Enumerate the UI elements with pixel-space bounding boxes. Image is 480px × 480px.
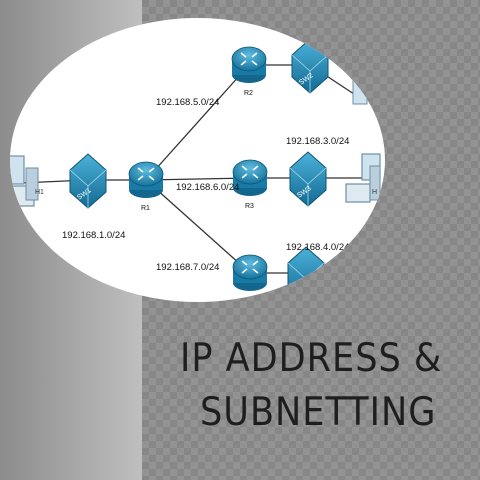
router-r1-icon: R1: [128, 161, 164, 212]
network-label-192-168-3: 192.168.3.0/24: [286, 136, 349, 147]
switch-sw1-icon: SW1: [69, 153, 107, 209]
svg-text:R3: R3: [245, 203, 254, 210]
network-label-192-168-7: 192.168.7.0/24: [156, 262, 219, 273]
network-label-192-168-5: 192.168.5.0/24: [156, 97, 219, 108]
router-r4-icon: R4: [232, 254, 268, 302]
network-diagram-spotlight: H1 SW1 R1 R2 R: [10, 18, 385, 302]
link-r1-r2: [145, 64, 250, 181]
svg-text:R2: R2: [244, 90, 253, 97]
svg-text:R1: R1: [141, 205, 150, 212]
host-h3-icon: H: [345, 153, 381, 203]
network-topology-diagram: H1 SW1 R1 R2 R: [10, 38, 381, 302]
svg-text:R4: R4: [245, 298, 254, 302]
network-label-192-168-6: 192.168.6.0/24: [176, 182, 239, 193]
title-line-1: IP ADDRESS &: [180, 336, 443, 381]
switch-sw2-icon: SW2: [291, 38, 329, 94]
host-r2-lan-icon: [352, 79, 368, 105]
title-line-2: SUBNETTING: [200, 390, 437, 435]
router-r3-icon: R3: [232, 159, 268, 210]
switch-sw4-icon: [287, 246, 325, 302]
network-label-192-168-1: 192.168.1.0/24: [62, 230, 125, 241]
host-h1-label: H1: [35, 189, 44, 196]
host-h3-label: H: [372, 189, 377, 196]
switch-sw3-icon: SW3: [289, 151, 327, 207]
router-r2-icon: R2: [231, 46, 267, 97]
slide-title: IP ADDRESS & SUBNETTING: [180, 332, 470, 440]
link-r1-r4: [145, 179, 251, 274]
link-r1-r3: [145, 177, 251, 181]
host-h1-icon: H1: [10, 155, 44, 207]
network-label-192-168-4: 192.168.4.0/24: [286, 242, 349, 253]
